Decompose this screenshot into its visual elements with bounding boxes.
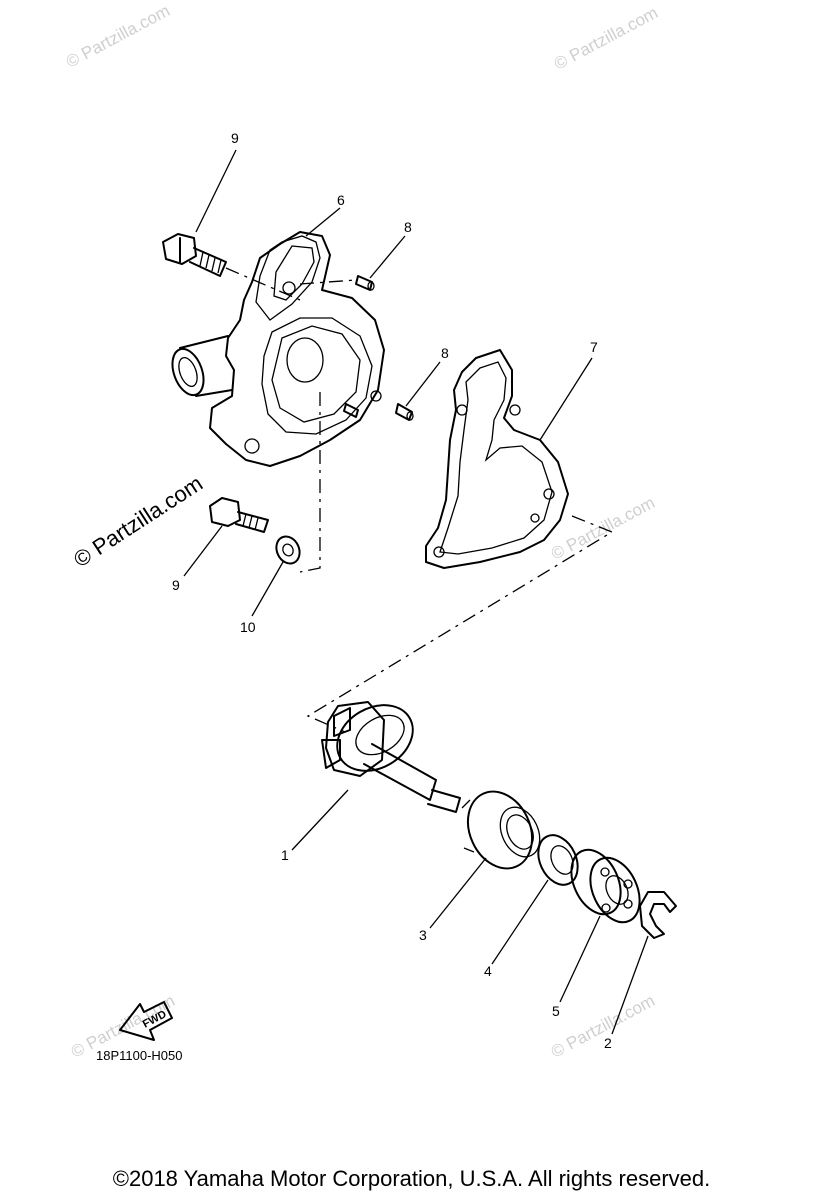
part-6-pump-cover[interactable] [167, 231, 385, 467]
callout-3: 3 [419, 927, 427, 943]
callout-1: 1 [281, 847, 289, 863]
alignment-line [299, 392, 321, 573]
part-4-small-bearing[interactable] [531, 829, 586, 891]
part-9-bolt-lower[interactable] [209, 497, 269, 533]
part-2-circlip[interactable] [639, 891, 677, 939]
callout-8: 8 [441, 345, 449, 361]
part-9-bolt-upper[interactable] [162, 233, 301, 301]
part-8-dowel-upper[interactable] [299, 275, 375, 291]
watermark: © Partzilla.com [548, 991, 658, 1062]
callout-7: 7 [590, 339, 598, 355]
callout-10: 10 [240, 619, 256, 635]
part-1-impeller-shaft[interactable] [321, 692, 461, 813]
diagram-reference-code: 18P1100-H050 [96, 1048, 183, 1063]
watermark-main: © Partzilla.com [69, 470, 207, 572]
part-8-dowel-lower[interactable] [343, 403, 414, 421]
part-10-washer[interactable] [272, 533, 304, 568]
watermark: © Partzilla.com [63, 1, 173, 72]
callout-6: 6 [337, 192, 345, 208]
callout-9: 9 [231, 130, 239, 146]
callout-labels: 9 6 8 8 7 9 10 1 3 4 5 2 [172, 130, 612, 1051]
watermark: © Partzilla.com [551, 3, 661, 74]
part-3-seal[interactable] [456, 781, 547, 879]
part-7-gasket[interactable] [425, 349, 569, 569]
callout-2: 2 [604, 1035, 612, 1051]
part-5-ball-bearing[interactable] [562, 842, 650, 930]
callout-9: 9 [172, 577, 180, 593]
leader-lines [183, 149, 649, 1035]
callout-8: 8 [404, 219, 412, 235]
callout-5: 5 [552, 1003, 560, 1019]
shaft-alignment-line [306, 515, 614, 733]
watermark-group: © Partzilla.com © Partzilla.com © Partzi… [63, 1, 661, 1062]
copyright-notice: ©2018 Yamaha Motor Corporation, U.S.A. A… [112, 1166, 711, 1191]
callout-4: 4 [484, 963, 492, 979]
